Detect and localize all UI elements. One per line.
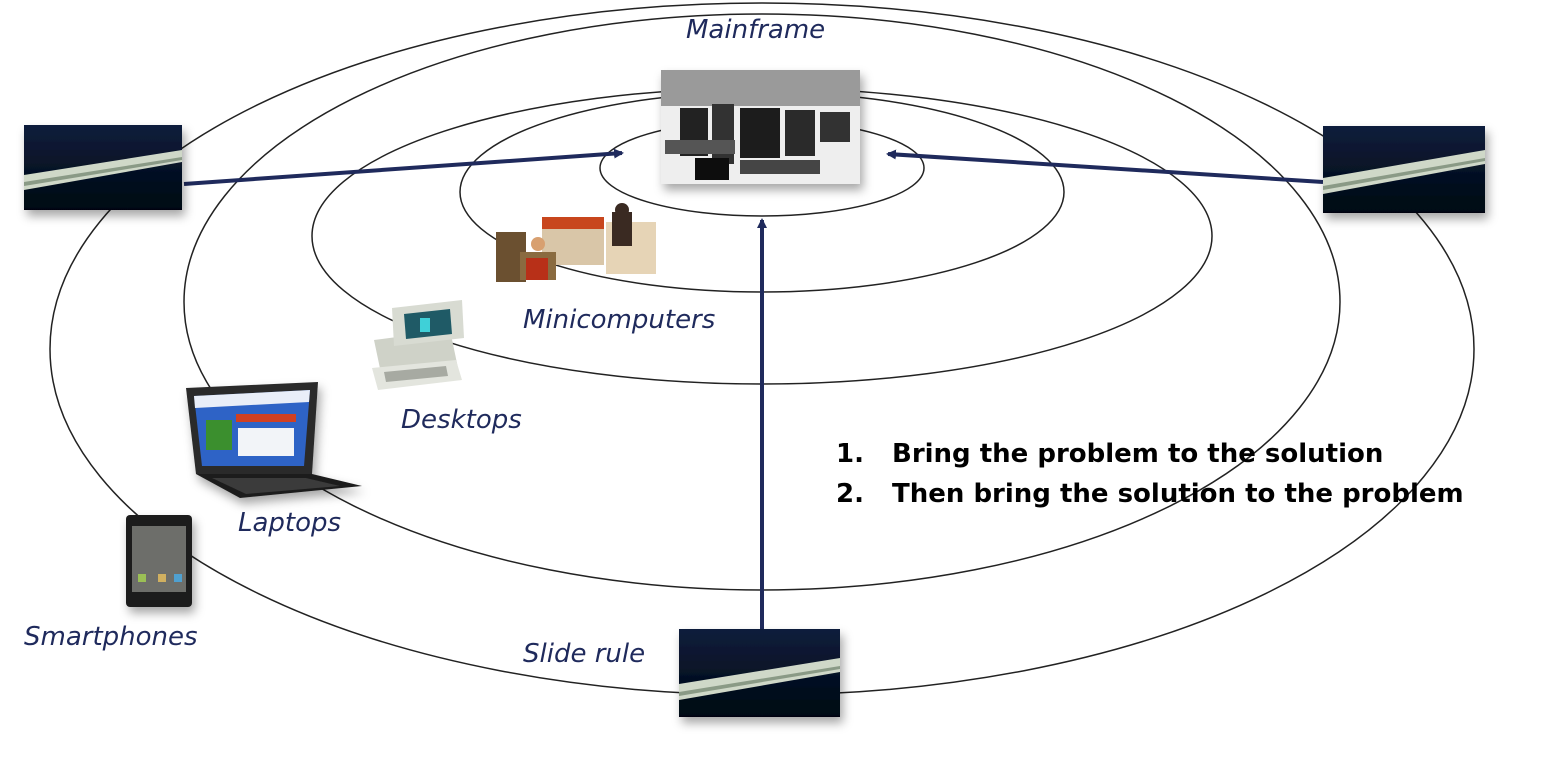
step-item: 1. Bring the problem to the solution — [836, 434, 1464, 474]
slide-rule-photo-icon — [679, 629, 840, 717]
label-slide-rule: Slide rule — [523, 639, 645, 669]
arrow-group — [183, 148, 1324, 629]
slide-rule-photo-icon — [1323, 126, 1485, 213]
step-item: 2. Then bring the solution to the problem — [836, 474, 1464, 514]
label-desktops: Desktops — [401, 405, 522, 435]
label-minicomputers: Minicomputers — [523, 305, 715, 335]
step-text: Then bring the solution to the problem — [892, 479, 1464, 509]
desktop-pc-icon — [372, 300, 464, 390]
minicomputer-photo-icon — [496, 203, 656, 282]
mainframe-photo-icon — [661, 70, 860, 184]
label-laptops: Laptops — [238, 508, 341, 538]
label-mainframe: Mainframe — [686, 15, 825, 45]
step-text: Bring the problem to the solution — [892, 439, 1384, 469]
arrow-left-to-mainframe — [183, 148, 624, 186]
step-number: 2. — [836, 479, 864, 509]
laptop-icon — [186, 382, 362, 498]
smartphone-icon — [126, 515, 192, 607]
slide-rule-photo-icon — [24, 125, 182, 210]
arrow-right-to-mainframe — [886, 149, 1324, 184]
step-number: 1. — [836, 439, 864, 469]
steps-list: 1. Bring the problem to the solution 2. Th… — [836, 434, 1464, 514]
label-smartphones: Smartphones — [24, 622, 198, 652]
